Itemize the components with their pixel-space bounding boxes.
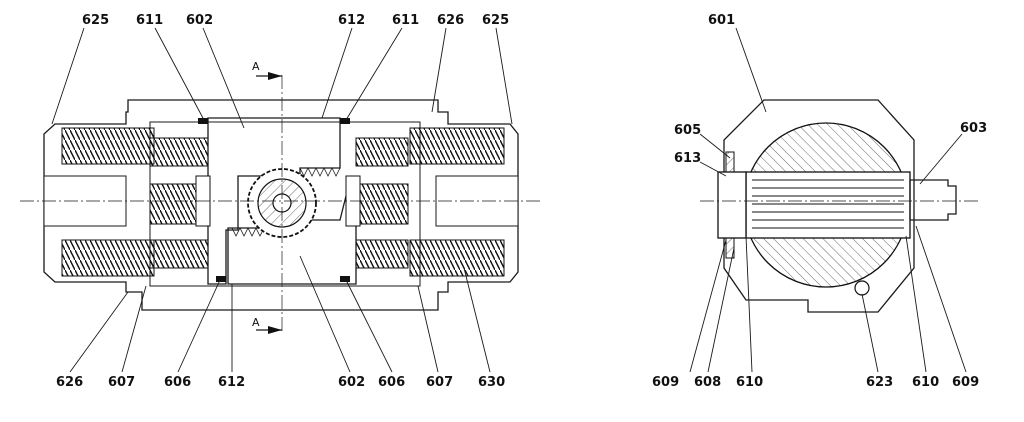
label-left-bottom-4: 612	[218, 375, 245, 390]
actuator-section-view: A A 625 611	[20, 13, 540, 390]
label-right-bottom-5: 610	[912, 375, 939, 390]
label-right-side-1: 605	[674, 123, 701, 138]
label-right-bottom-1: 609	[652, 375, 679, 390]
label-left-bottom-1: 626	[56, 375, 83, 390]
end-seal-left	[725, 151, 735, 173]
rack-teeth-bottom	[231, 227, 265, 237]
spring-outer-left-top	[61, 127, 155, 165]
actuator-end-view: 601 605 613 603 609 608 610 623 610 609	[652, 13, 987, 390]
splined-shaft	[745, 171, 911, 239]
label-left-top-6: 626	[437, 13, 464, 28]
section-mark-top: A	[252, 60, 260, 73]
label-left-top-3: 602	[186, 13, 213, 28]
spring-inner-left-3	[149, 239, 209, 269]
spring-outer-right-bottom	[409, 239, 505, 277]
spring-outer-right-top	[409, 127, 505, 165]
label-left-top-7: 625	[482, 13, 509, 28]
label-left-top-4: 612	[338, 13, 365, 28]
seal-top-right	[340, 118, 350, 124]
label-right-side-2: 613	[674, 151, 701, 166]
actuator-body	[43, 99, 519, 311]
label-right-top-1: 601	[708, 13, 735, 28]
label-left-bottom-7: 607	[426, 375, 453, 390]
shaft-splines	[752, 179, 904, 229]
shaft-stub-left	[717, 171, 747, 239]
section-arrow-top: A	[252, 60, 282, 80]
spring-inner-right-1	[355, 137, 409, 167]
label-left-bottom-3: 606	[164, 375, 191, 390]
spring-inner-left-1	[149, 137, 209, 167]
spring-outer-left-bottom	[61, 239, 155, 277]
leader-lines-right	[689, 27, 967, 373]
seal-bottom-right	[340, 276, 350, 282]
label-left-bottom-2: 607	[108, 375, 135, 390]
label-right-bottom-3: 610	[736, 375, 763, 390]
label-right-bottom-2: 608	[694, 375, 721, 390]
label-left-bottom-6: 606	[378, 375, 405, 390]
end-plug	[854, 280, 870, 296]
seal-top-left	[198, 118, 208, 124]
piston-left	[207, 117, 341, 285]
spring-inner-right-3	[355, 239, 409, 269]
label-right-bottom-6: 609	[952, 375, 979, 390]
label-right-bottom-4: 623	[866, 375, 893, 390]
label-left-top-5: 611	[392, 13, 419, 28]
spring-inner-right-2	[355, 183, 409, 225]
leader-lines-left-top	[51, 27, 513, 129]
shaft-stub-right	[909, 179, 957, 221]
leader-lines-left-bottom	[69, 255, 491, 373]
seal-bottom-left	[216, 276, 226, 282]
label-left-top-2: 611	[136, 13, 163, 28]
rack-teeth-top	[299, 167, 341, 177]
label-right-side-3: 603	[960, 121, 987, 136]
label-left-bottom-8: 630	[478, 375, 505, 390]
label-left-bottom-5: 602	[338, 375, 365, 390]
section-arrow-bottom: A	[252, 316, 282, 334]
label-left-top-1: 625	[82, 13, 109, 28]
section-mark-bottom: A	[252, 316, 260, 329]
